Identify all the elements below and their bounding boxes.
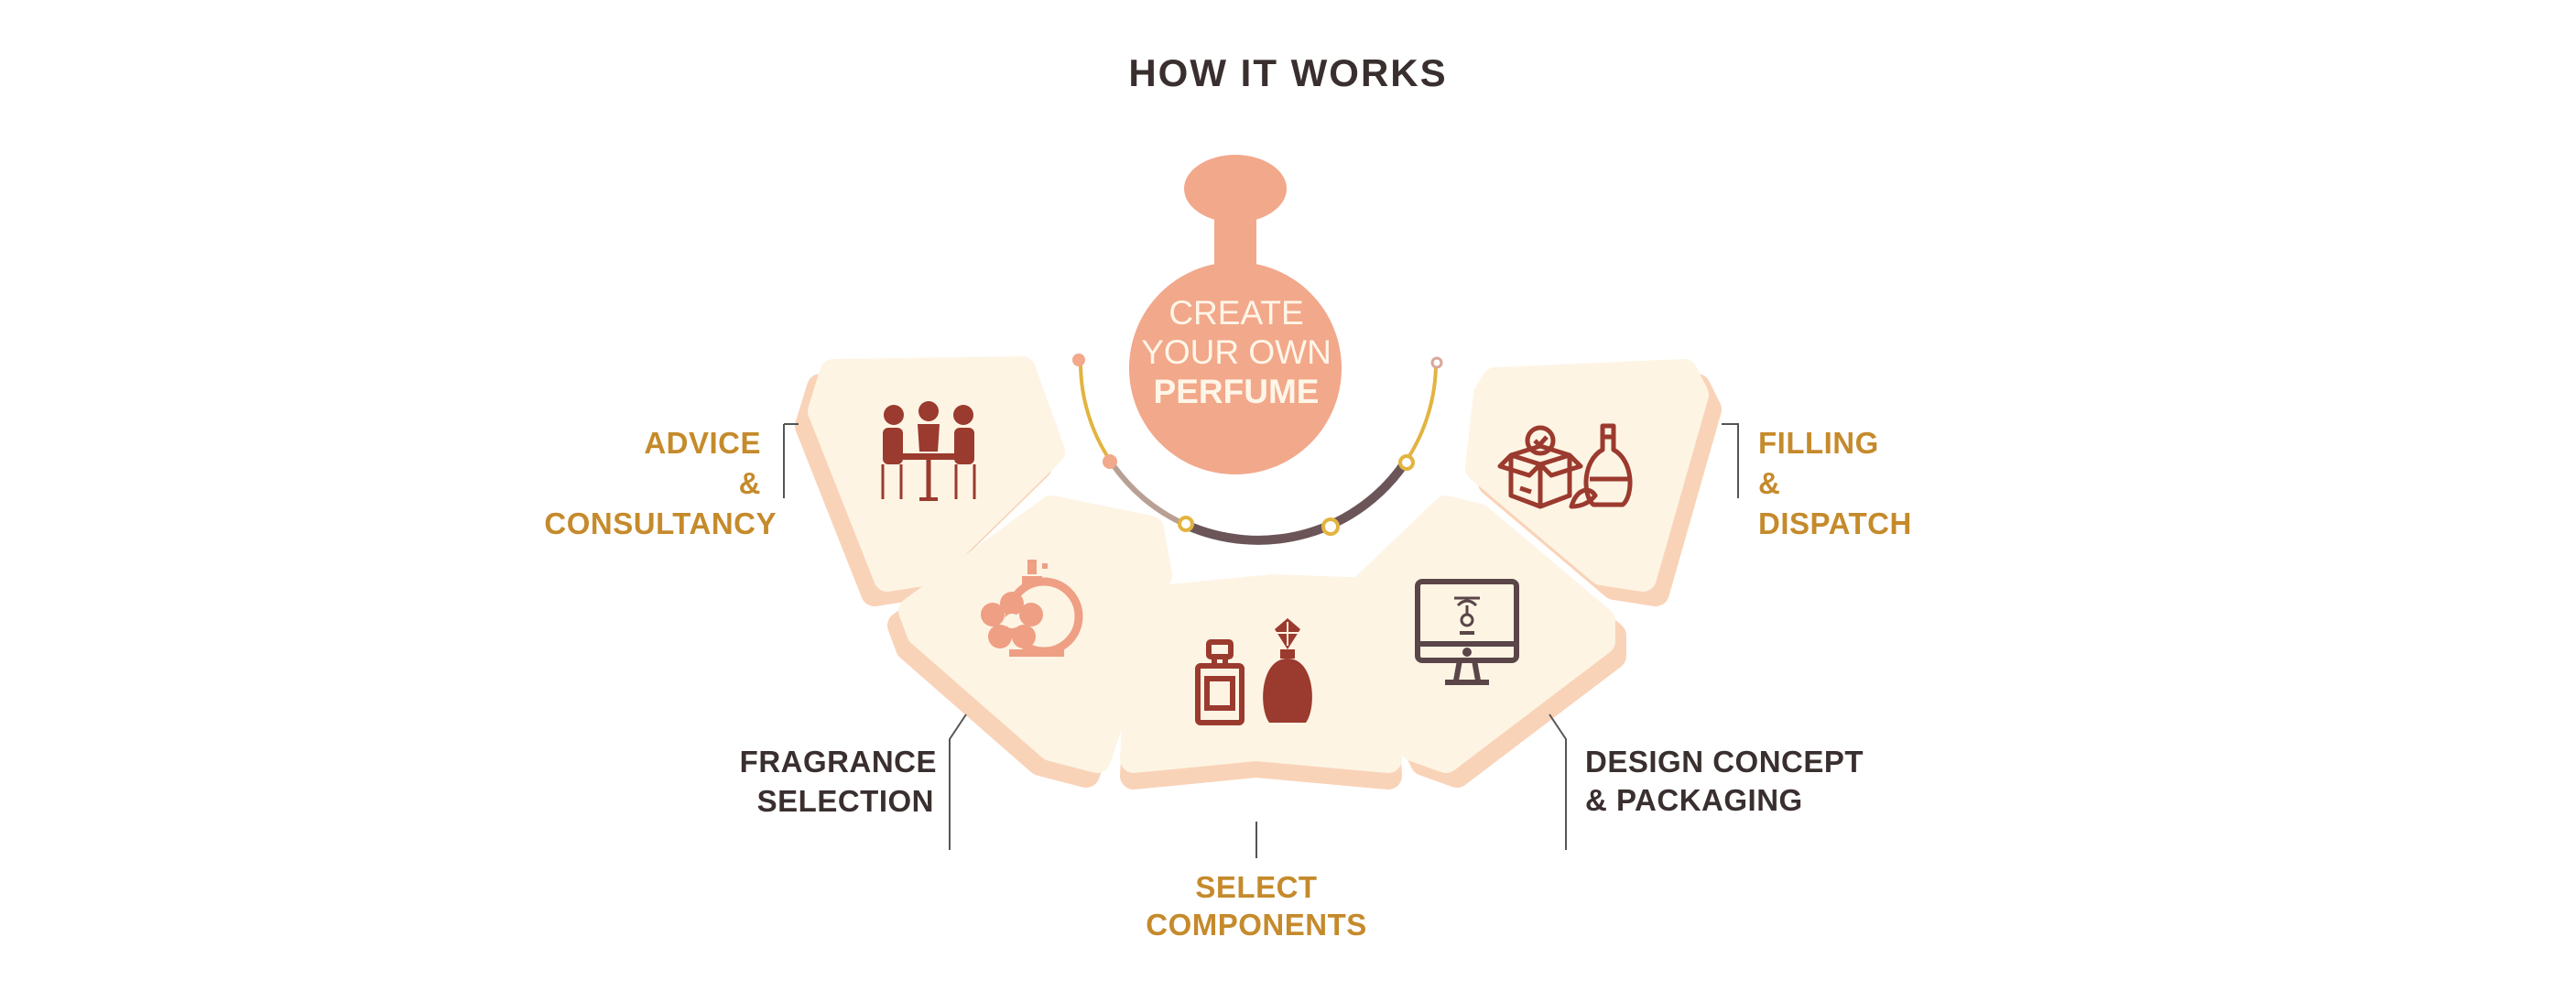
arc-ring (1398, 454, 1415, 471)
step-card-advice[interactable] (795, 356, 1065, 606)
progress-arc (1072, 354, 1443, 545)
step-card-design[interactable] (1342, 496, 1626, 788)
perfume-bottles-icon (1195, 618, 1312, 725)
arc-dot (1072, 354, 1085, 366)
arc-ring (1178, 516, 1194, 532)
arc-dot (1103, 454, 1117, 469)
label-line: & PACKAGING (1585, 783, 1803, 817)
arc-ring (1430, 356, 1443, 369)
label-line: DISPATCH (1758, 506, 1912, 540)
computer-design-icon (1415, 579, 1519, 685)
label-line: FRAGRANCE (739, 745, 937, 779)
flower-perfume-bottle-icon (981, 560, 1083, 657)
connector-advice (783, 423, 799, 498)
label-line: SELECTION (756, 784, 934, 818)
label-line: FILLING (1758, 426, 1879, 460)
label-line: DESIGN CONCEPT (1585, 745, 1864, 779)
label-line: & (1758, 466, 1781, 500)
perfume-bottle-shape (1129, 155, 1342, 474)
label-line: & (738, 466, 761, 500)
box-and-bottle-icon (1497, 423, 1633, 509)
connector-lines (783, 423, 1739, 858)
page-title: HOW IT WORKS (1128, 51, 1448, 94)
step-card-components[interactable] (1120, 574, 1402, 790)
label-line: SELECT (1195, 870, 1318, 904)
arc-ring (1321, 517, 1340, 536)
center-line-2: YOUR OWN (1141, 333, 1331, 371)
connector-fragrance (949, 713, 967, 850)
label-line: ADVICE (644, 426, 761, 460)
connector-filling (1722, 423, 1739, 498)
connector-design (1549, 713, 1567, 850)
label-line: COMPONENTS (1146, 908, 1367, 942)
center-line-1: CREATE (1168, 294, 1304, 332)
label-line: CONSULTANCY (544, 506, 777, 540)
consultation-meeting-icon (881, 401, 976, 501)
center-line-3: PERFUME (1153, 373, 1320, 410)
